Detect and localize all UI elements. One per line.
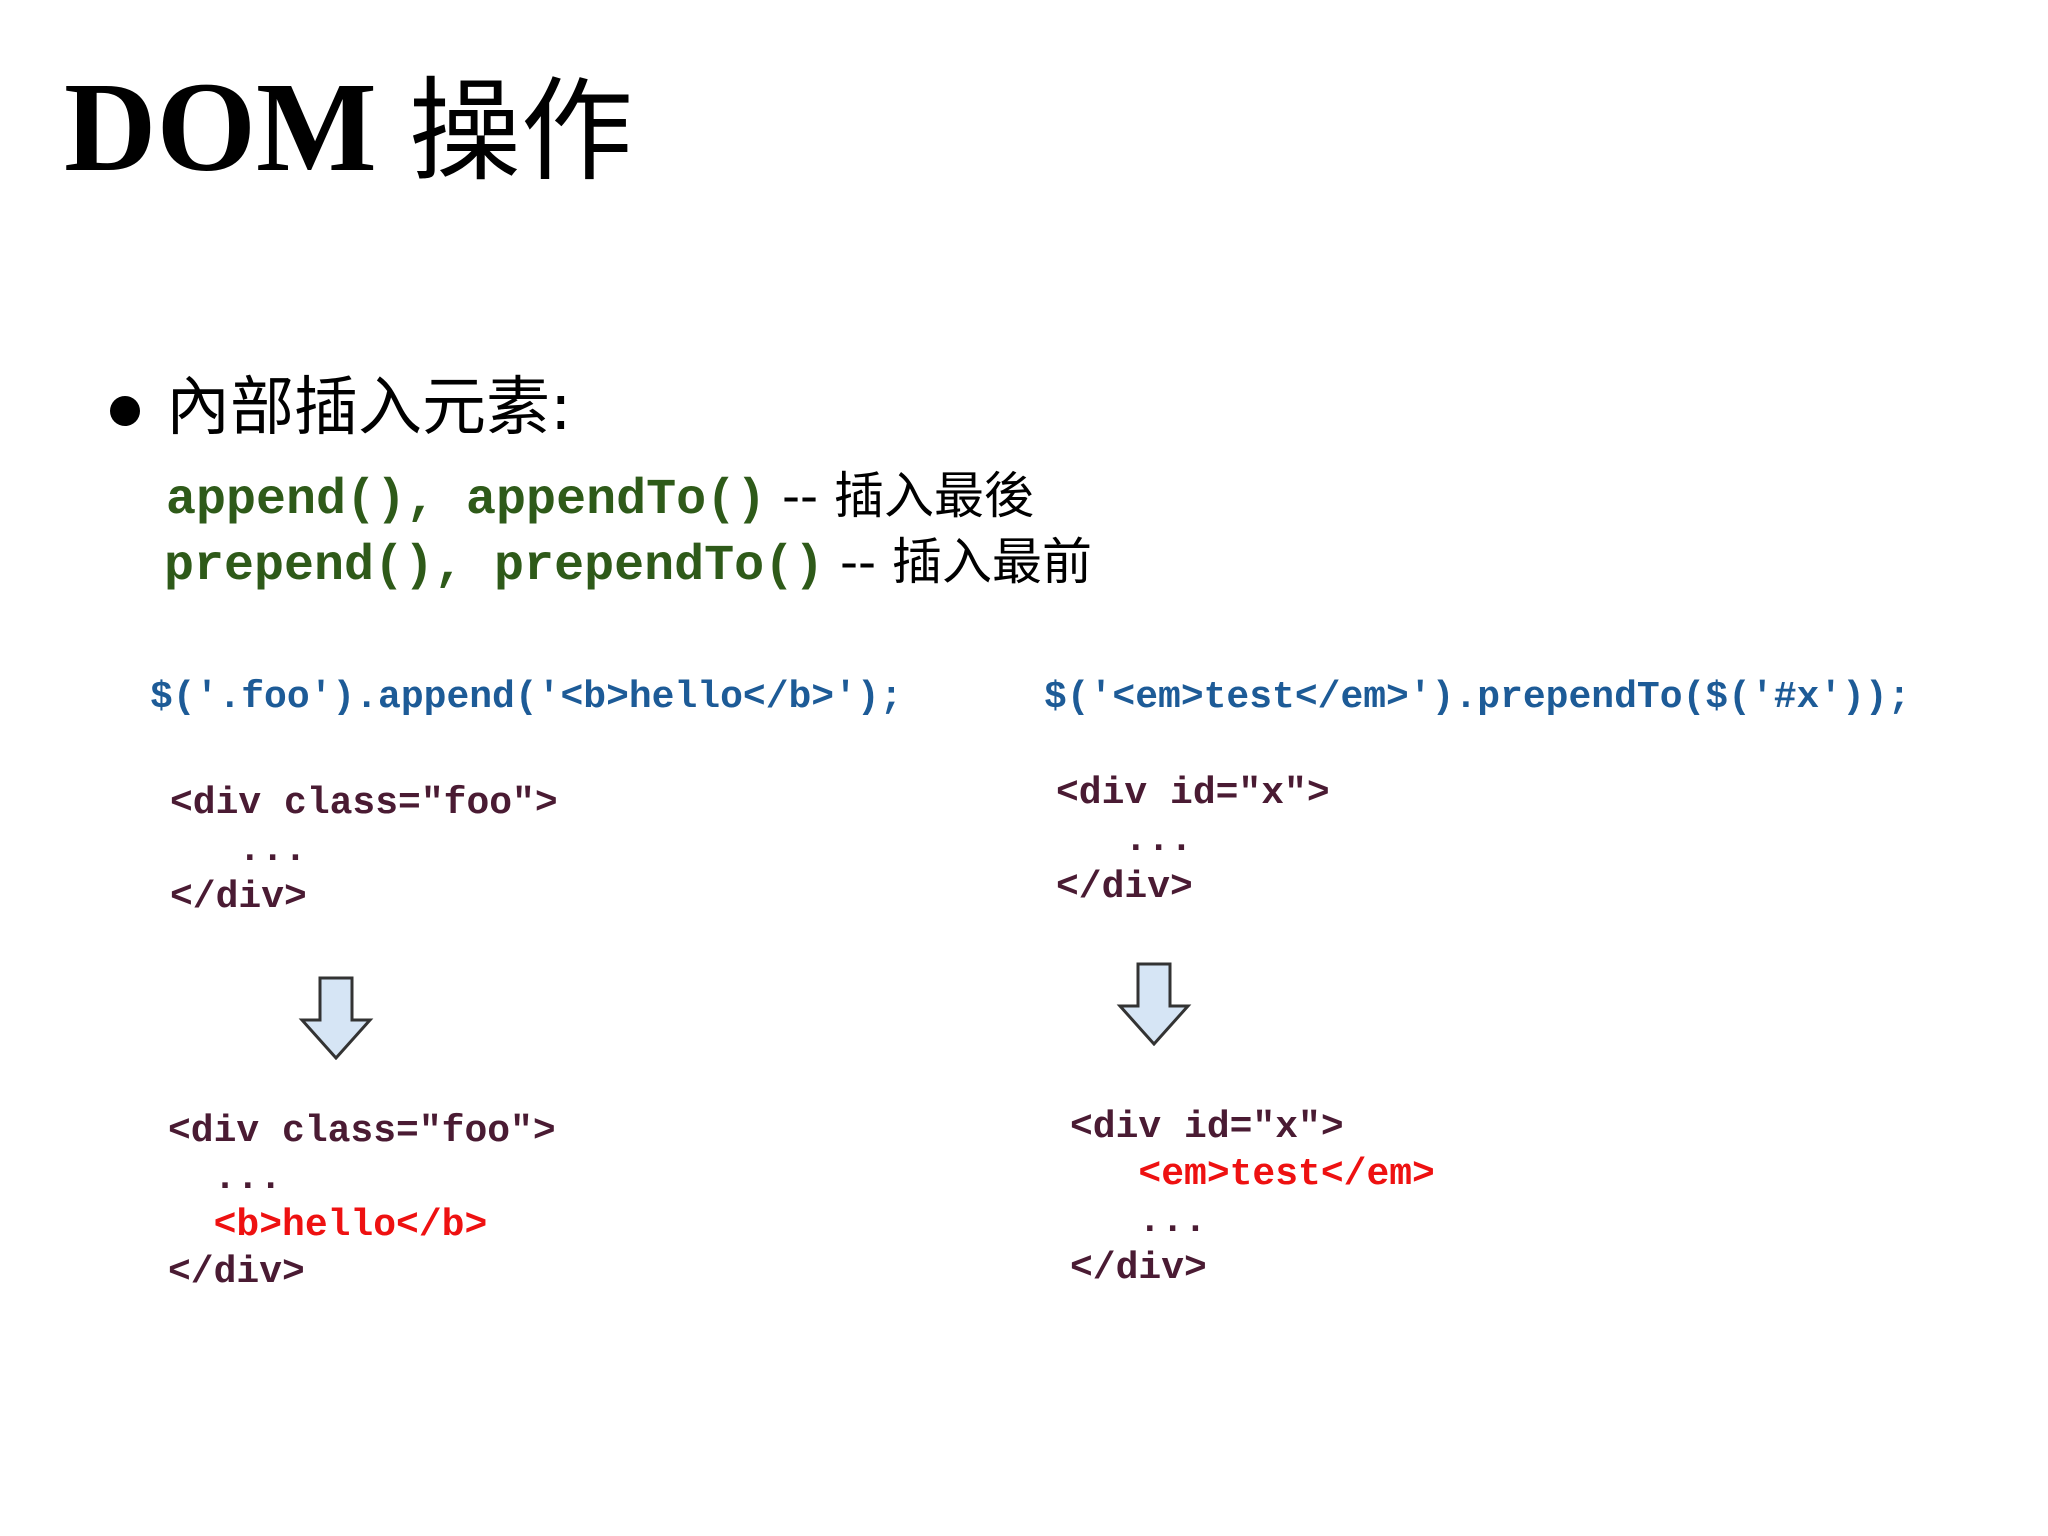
- code-line: <div id="x">: [1056, 772, 1330, 815]
- bullet-heading: 內部插入元素:: [166, 371, 572, 445]
- append-example-call: $('.foo').append('<b>hello</b>');: [150, 676, 903, 719]
- code-line: ...: [170, 829, 307, 872]
- prepend-example-call: $('<em>test</em>').prependTo($('#x'));: [1044, 676, 1911, 719]
- method-line-append: append(), appendTo() -- 插入最後: [166, 464, 1034, 533]
- page-title: DOM 操作: [64, 62, 633, 197]
- arrow-down-icon: [298, 976, 374, 1060]
- method-desc-append: -- 插入最後: [766, 467, 1034, 525]
- code-line: </div>: [170, 876, 307, 919]
- code-line: </div>: [1056, 866, 1193, 909]
- append-after-block: <div class="foo"> ... <b>hello</b></div>: [168, 1108, 556, 1296]
- bullet-dot: [110, 396, 140, 426]
- arrow-down-icon: [1116, 962, 1192, 1046]
- page-title-cjk: 操作: [408, 67, 633, 197]
- code-line: ...: [168, 1157, 283, 1200]
- method-line-prepend: prepend(), prependTo() -- 插入最前: [164, 530, 1092, 599]
- inserted-code-line: <em>test</em>: [1070, 1153, 1435, 1196]
- code-line: ...: [1056, 819, 1193, 862]
- prepend-before-block: <div id="x"> ...</div>: [1056, 770, 1330, 911]
- code-line: <div class="foo">: [170, 782, 558, 825]
- method-desc-prepend: -- 插入最前: [824, 533, 1092, 591]
- code-line: ...: [1070, 1200, 1207, 1243]
- method-code-append: append(), appendTo(): [166, 472, 767, 529]
- append-before-block: <div class="foo"> ...</div>: [170, 780, 558, 921]
- prepend-after-block: <div id="x"> <em>test</em> ...</div>: [1070, 1104, 1435, 1292]
- code-line: </div>: [1070, 1247, 1207, 1290]
- code-line: <div class="foo">: [168, 1110, 556, 1153]
- inserted-code-line: <b>hello</b>: [168, 1204, 488, 1247]
- method-code-prepend: prepend(), prependTo(): [164, 538, 825, 595]
- page-title-latin: DOM: [64, 56, 377, 198]
- code-line: <div id="x">: [1070, 1106, 1344, 1149]
- code-line: </div>: [168, 1251, 305, 1294]
